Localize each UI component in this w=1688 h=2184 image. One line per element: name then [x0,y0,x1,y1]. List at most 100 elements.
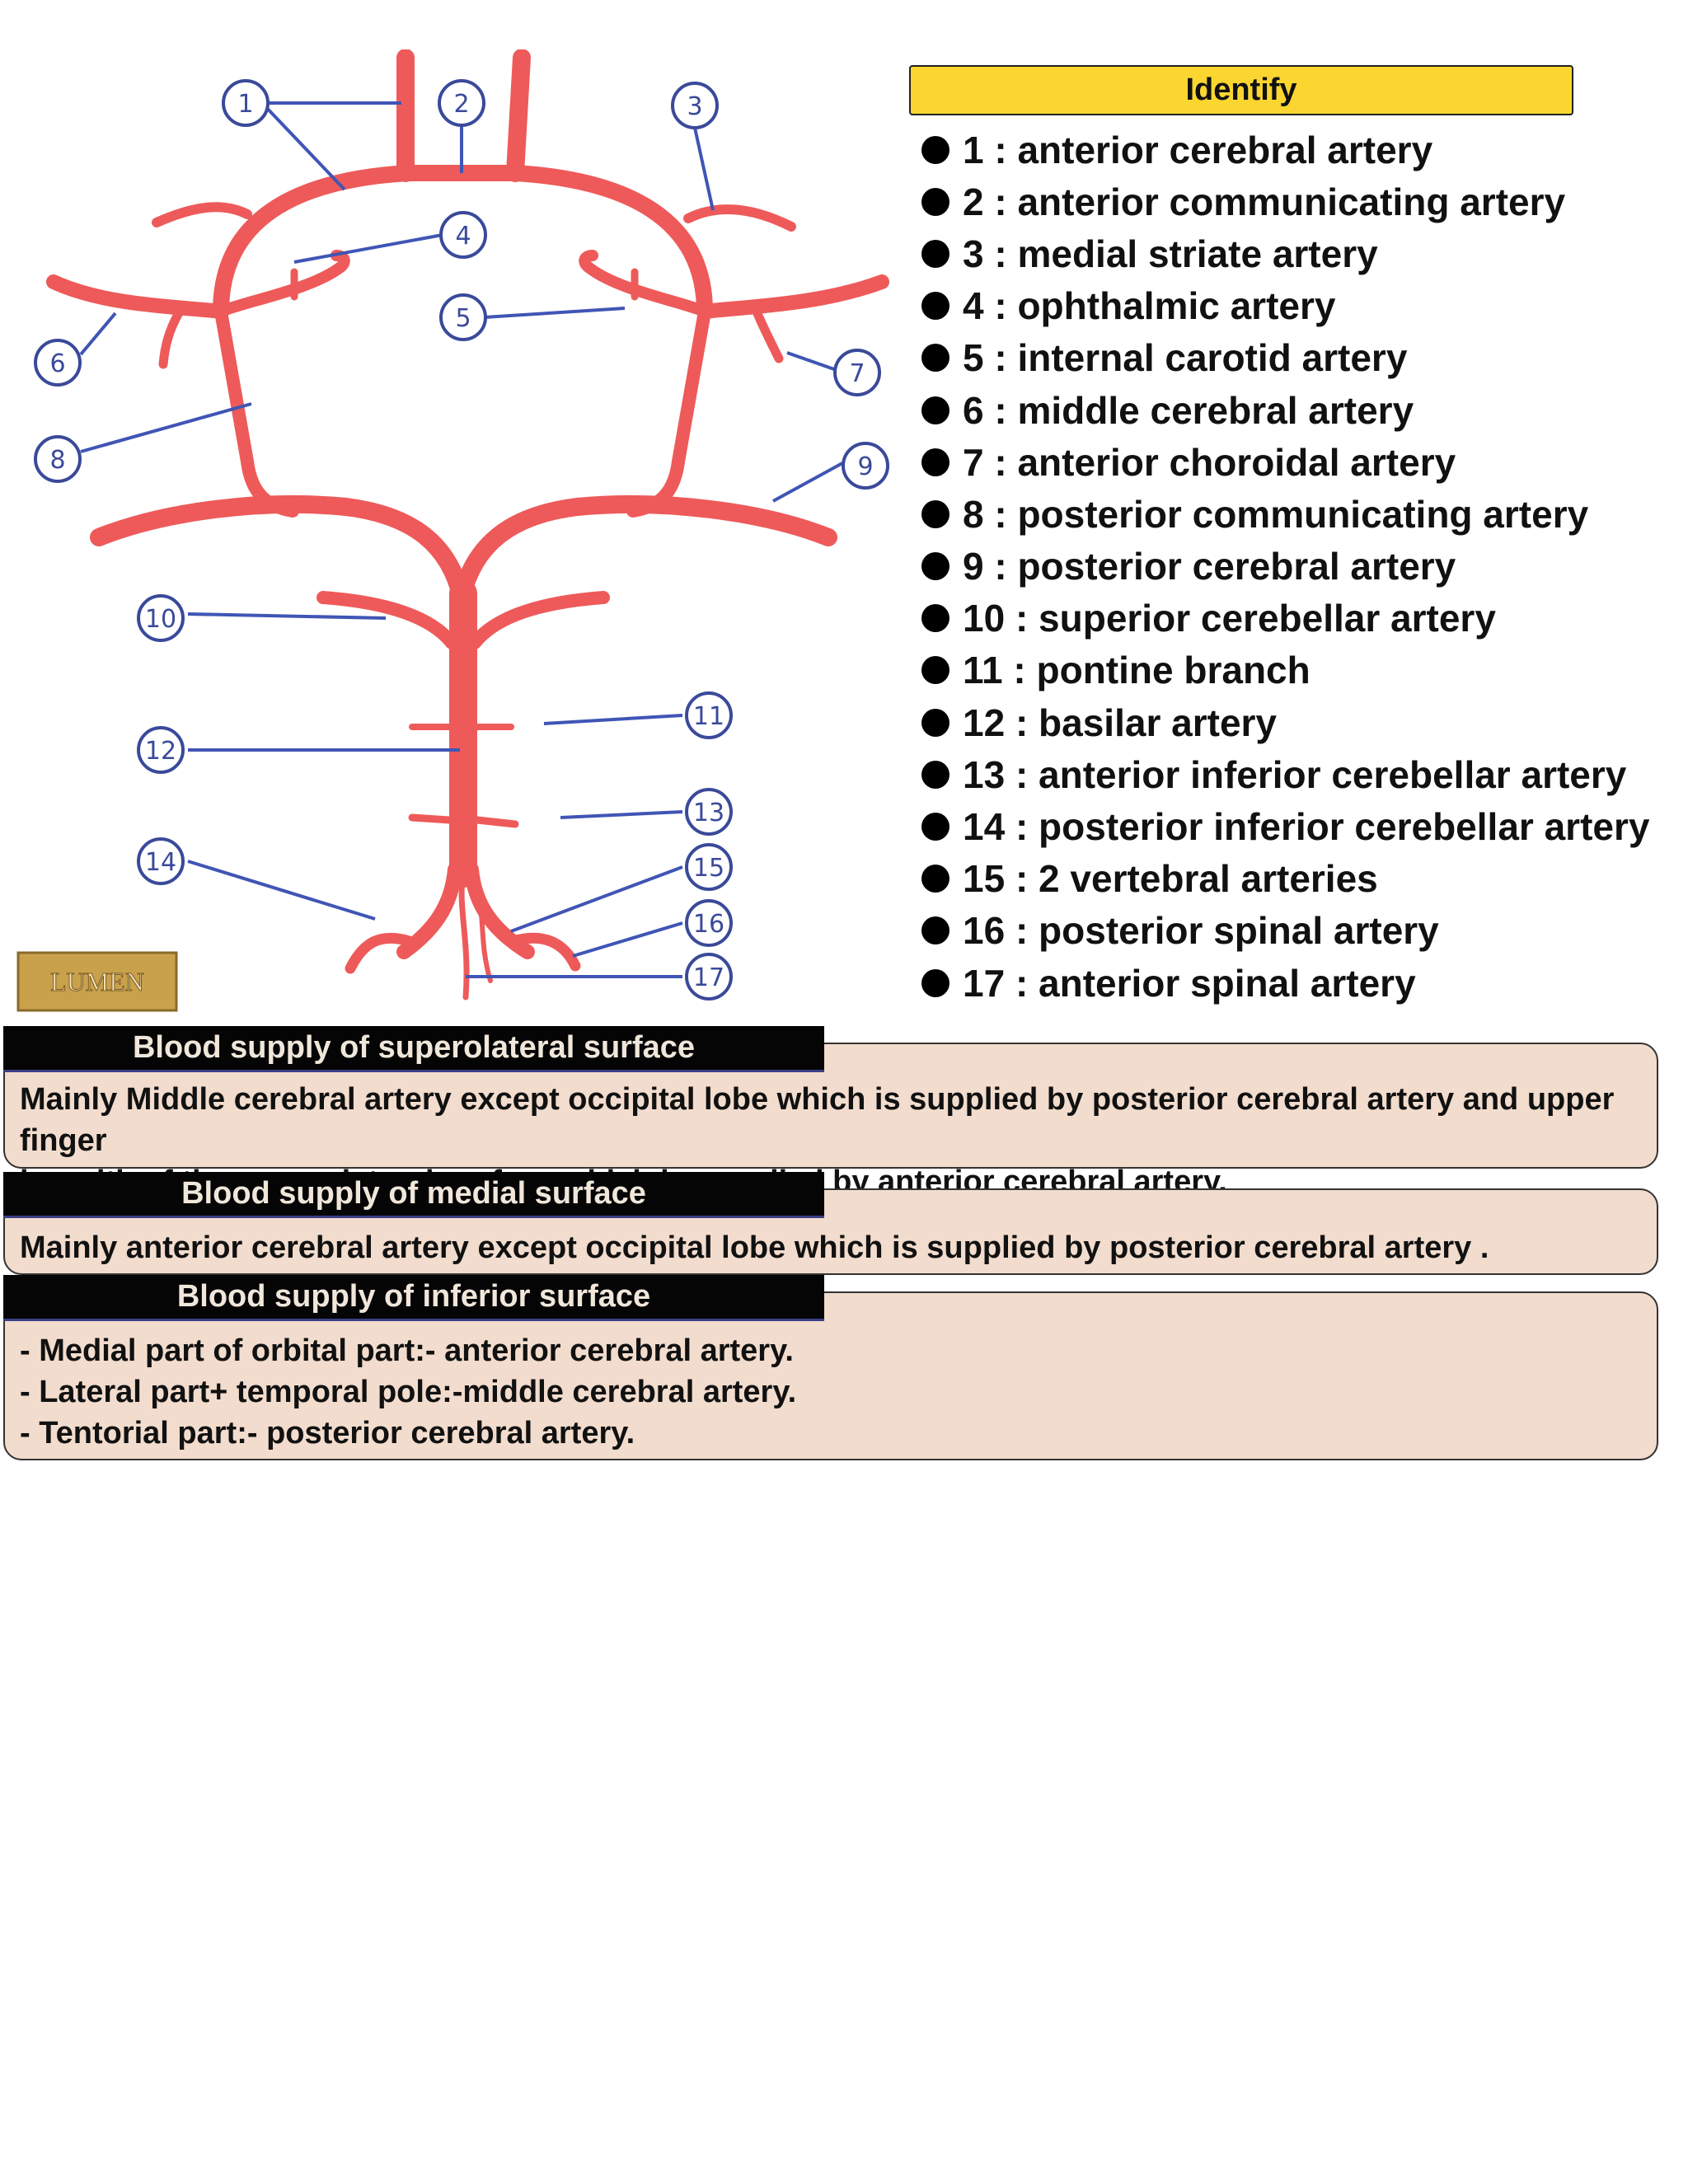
posterior-spinal-artery [471,879,493,983]
callout-circle [137,726,185,774]
identify-item-label: 14 : posterior inferior cerebellar arter… [963,805,1650,849]
leader-16 [572,921,683,958]
right-inner-hook [579,250,710,317]
callout-5: 5 [439,293,487,341]
identify-item: 8 : posterior communicating artery [921,488,1680,540]
leader-9 [772,462,843,503]
leader-14 [187,860,376,921]
callout-circle [685,788,733,836]
medial-surface-box: Mainly anterior cerebral artery except o… [3,1188,1658,1275]
identify-item: 15 : 2 vertebral arteries [921,853,1680,905]
leader-8 [80,402,252,453]
bullet-icon [921,656,950,685]
identify-item-label: 7 : anterior choroidal artery [963,440,1456,484]
identify-item-label: 16 : posterior spinal artery [963,909,1439,953]
identify-item: 1 : anterior cerebral artery [921,124,1680,176]
callout-number: 9 [857,452,873,481]
callout-1: 1 [222,79,270,127]
left-inner-hook [215,250,350,317]
callout-number: 14 [145,848,176,877]
artery-vessels [46,49,889,1001]
identify-item: 9 : posterior cerebral artery [921,541,1680,593]
identify-list: 1 : anterior cerebral artery 2 : anterio… [921,124,1680,1009]
callout-circle [842,442,889,490]
callout-leader-lines [79,101,843,978]
leader-13 [560,810,683,819]
identify-item: 6 : middle cerebral artery [921,384,1680,436]
callout-10: 10 [137,594,185,642]
inferior-surface-header: Blood supply of inferior surface [3,1275,824,1321]
callout-number: 4 [455,222,471,251]
section-text-line: Mainly Middle cerebral artery except occ… [20,1082,1615,1158]
identify-item: 11 : pontine branch [921,644,1680,696]
left-aica [408,813,453,824]
callout-circle [439,211,487,259]
callout-12: 12 [137,726,185,774]
callout-number: 10 [145,605,176,634]
callout-circle [685,953,733,1001]
callout-number: 2 [453,90,469,119]
section-text-line: - Tentorial part:- posterior cerebral ar… [20,1416,635,1451]
medial-surface-header: Blood supply of medial surface [3,1172,824,1218]
callout-circle [833,349,881,396]
right-posterior-communicating [626,305,711,518]
callout-number: 1 [237,90,253,119]
callout-circle [671,82,719,129]
identify-item-label: 9 : posterior cerebral artery [963,545,1456,588]
callout-circle [34,339,82,387]
right-superior-cerebellar [468,591,610,649]
callout-15: 15 [685,843,733,891]
anterior-spinal-artery [458,870,470,1001]
bullet-icon [921,760,950,789]
identify-item-label: 1 : anterior cerebral artery [963,128,1433,171]
bullet-icon [921,813,950,841]
callout-8: 8 [34,435,82,483]
bullet-icon [921,604,950,633]
left-medial-striate [152,202,252,227]
callout-2: 2 [438,79,485,127]
leader-7 [786,351,835,371]
callout-number: 8 [49,446,65,475]
bullet-icon [921,865,950,893]
identify-item: 12 : basilar artery [921,696,1680,748]
identify-item-label: 6 : middle cerebral artery [963,388,1414,432]
callout-17: 17 [685,953,733,1001]
identify-item: 10 : superior cerebellar artery [921,593,1680,644]
bullet-icon [921,396,950,424]
right-anterior-cerebral-stem [506,49,531,182]
lumen-logo: LUMEN [16,951,178,1012]
right-medial-striate [683,204,796,232]
bullet-icon [921,552,950,581]
section-text-line: - Medial part of orbital part:- anterior… [20,1333,794,1368]
bullet-icon [921,968,950,997]
identify-item-label: 2 : anterior communicating artery [963,180,1566,223]
identify-item: 17 : anterior spinal artery [921,957,1680,1009]
callout-circle [137,837,185,885]
section-text-line: Mainly anterior cerebral artery except o… [20,1230,1489,1265]
identify-item: 4 : ophthalmic artery [921,280,1680,332]
callout-number: 12 [145,737,176,766]
bullet-icon [921,135,950,164]
identify-item-label: 17 : anterior spinal artery [963,961,1416,1005]
leader-6 [79,312,117,356]
identify-item-label: 15 : 2 vertebral arteries [963,857,1378,901]
bullet-icon [921,344,950,373]
right-middle-cerebral [697,274,889,319]
left-posterior-communicating [214,305,299,518]
identify-item-label: 8 : posterior communicating artery [963,492,1589,536]
identify-item-label: 4 : ophthalmic artery [963,284,1336,328]
identify-item: 16 : posterior spinal artery [921,905,1680,957]
callout-circle [34,435,82,483]
callout-circle [685,691,733,739]
identify-item-label: 11 : pontine branch [963,649,1311,692]
bullet-icon [921,292,950,321]
callout-4: 4 [439,211,487,259]
callout-16: 16 [685,899,733,947]
identify-title: Identify [909,65,1573,115]
identify-item-label: 5 : internal carotid artery [963,336,1408,380]
callout-number: 11 [693,702,724,731]
leader-4 [293,233,443,264]
callout-number: 13 [693,799,724,827]
